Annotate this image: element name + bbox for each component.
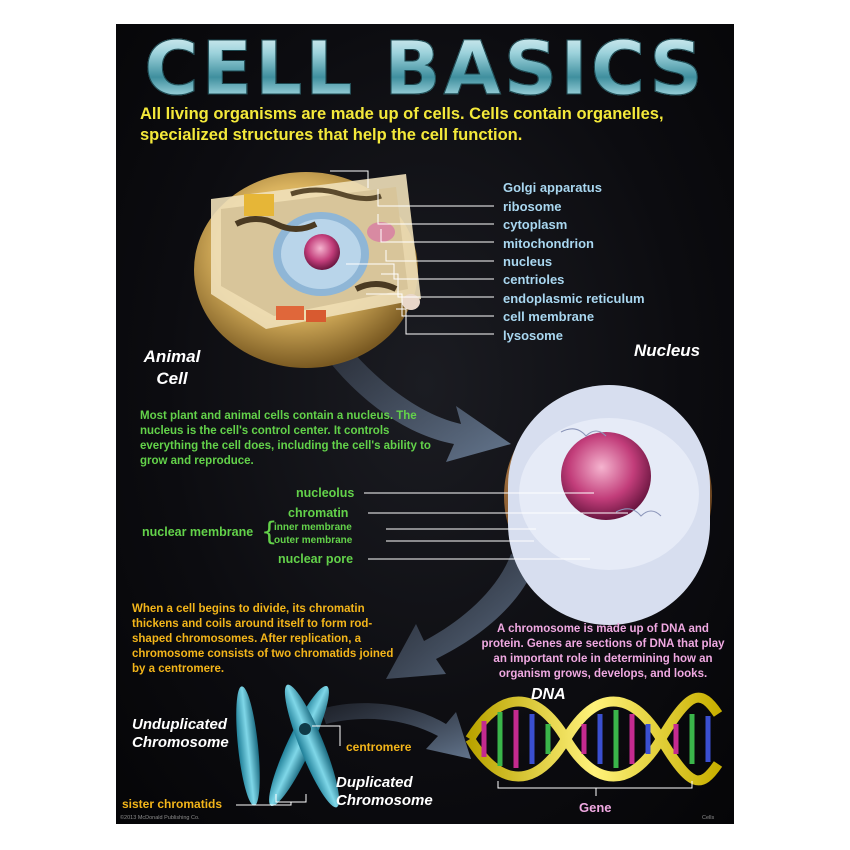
chromosome-illustration bbox=[236, 684, 341, 808]
label-ribosome: ribosome bbox=[503, 199, 562, 214]
arrow-cell-to-nucleus bbox=[316, 324, 511, 462]
arrow-chromosome-to-dna bbox=[321, 703, 471, 759]
label-nuclear-pore: nuclear pore bbox=[278, 552, 354, 566]
label-sister-chromatids: sister chromatids bbox=[122, 797, 223, 811]
dna-description: A chromosome is made up of DNA and prote… bbox=[481, 623, 725, 680]
intro-text: All living organisms are made up of cell… bbox=[140, 105, 664, 144]
animal-cell-caption-line1: Animal bbox=[143, 347, 201, 366]
label-inner-membrane: inner membrane bbox=[274, 522, 352, 533]
dna-illustration bbox=[465, 692, 723, 796]
label-golgi-apparatus: Golgi apparatus bbox=[503, 180, 602, 195]
dna-caption: DNA bbox=[531, 686, 566, 703]
unduplicated-line2: Chromosome bbox=[132, 734, 229, 751]
poster: CELL BASICS All living organisms are mad… bbox=[116, 24, 734, 824]
label-centromere: centromere bbox=[346, 740, 412, 754]
label-nuclear-membrane: nuclear membrane bbox=[142, 525, 254, 539]
duplicated-line2: Chromosome bbox=[336, 792, 433, 809]
label-endoplasmic-reticulum: endoplasmic reticulum bbox=[503, 291, 645, 306]
unduplicated-chromosome-caption: Unduplicated Chromosome bbox=[132, 716, 229, 752]
label-outer-membrane: outer membrane bbox=[274, 535, 353, 546]
unduplicated-line1: Unduplicated bbox=[132, 716, 228, 733]
arrow-nucleus-to-chromosome bbox=[386, 554, 536, 679]
page-title: CELL BASICS bbox=[116, 28, 734, 111]
nucleus-description: Most plant and animal cells contain a nu… bbox=[140, 410, 431, 467]
label-nucleus: nucleus bbox=[503, 254, 553, 269]
label-gene: Gene bbox=[579, 800, 612, 815]
copyright: ©2013 McDonald Publishing Co. bbox=[120, 815, 200, 821]
label-nucleolus: nucleolus bbox=[296, 486, 355, 500]
label-mitochondrion: mitochondrion bbox=[503, 236, 594, 251]
duplicated-line1: Duplicated bbox=[336, 774, 413, 791]
illustrations bbox=[194, 170, 723, 808]
nucleus-illustration bbox=[364, 385, 712, 625]
animal-cell-caption: Animal Cell bbox=[139, 346, 205, 390]
chromosome-description: When a cell begins to divide, its chroma… bbox=[132, 603, 394, 675]
nucleus-caption: Nucleus bbox=[634, 341, 701, 360]
duplicated-chromosome-caption: Duplicated Chromosome bbox=[336, 774, 433, 810]
label-cell-membrane: cell membrane bbox=[503, 309, 595, 324]
label-cytoplasm: cytoplasm bbox=[503, 217, 568, 232]
label-chromatin: chromatin bbox=[288, 506, 349, 520]
nuclear-membrane-brace: { bbox=[261, 517, 278, 547]
label-lysosome: lysosome bbox=[503, 328, 563, 343]
label-centrioles: centrioles bbox=[503, 272, 565, 287]
animal-cell-caption-line2: Cell bbox=[156, 369, 188, 388]
animal-cell-illustration bbox=[194, 170, 494, 368]
footer-code: Cells bbox=[702, 815, 715, 821]
